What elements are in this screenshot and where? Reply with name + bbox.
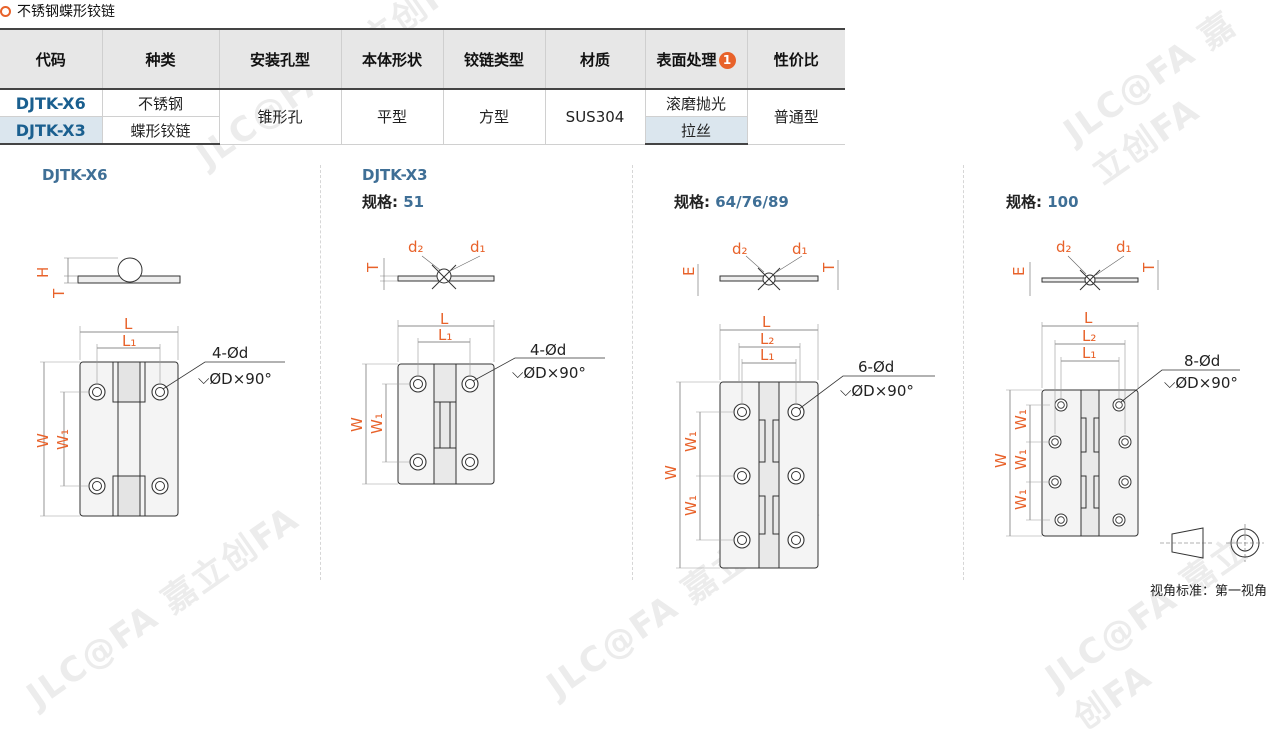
dim-T: T <box>364 262 382 273</box>
dim-W1: W₁ <box>682 431 700 452</box>
value-cell: 普通型 <box>746 89 845 145</box>
header-material: 材质 <box>544 28 645 90</box>
divider <box>632 165 633 580</box>
dim-W1: W₁ <box>368 413 386 434</box>
dim-W1: W₁ <box>1012 449 1030 470</box>
dim-E: E <box>680 267 698 276</box>
circle-icon <box>0 5 11 17</box>
drawing-64-76-89 <box>676 255 935 569</box>
dim-L: L <box>1084 309 1093 327</box>
dim-d2: d₂ <box>1056 238 1072 256</box>
countersink-label: ⌵ØD×90° <box>1164 374 1238 392</box>
header-hole-type: 安装孔型 <box>218 28 341 90</box>
dim-d1: d₁ <box>792 240 808 258</box>
dim-L: L <box>124 315 133 333</box>
code-cell[interactable]: DJTK-X3 <box>0 116 102 145</box>
dim-L1: L₁ <box>122 332 136 350</box>
table-row: DJTK-X6 不锈钢 锥形孔 平型 方型 SUS304 滚磨抛光 普通型 <box>0 89 845 145</box>
surface-cell: 拉丝 <box>644 116 747 145</box>
dim-L: L <box>762 313 771 331</box>
hole-count-label: 4-Ød <box>530 341 566 359</box>
drawing-x3 <box>362 255 605 485</box>
table-row: DJTK-X3 蝶形铰链 拉丝 <box>0 116 845 145</box>
dim-W: W <box>348 417 366 432</box>
hole-type-cell: 锥形孔 <box>218 89 341 145</box>
spec-label-64-76-89: 规格: 64/76/89 <box>674 193 789 211</box>
kind-cell: 蝶形铰链 <box>101 116 219 145</box>
dim-d2: d₂ <box>732 240 748 258</box>
dim-T: T <box>1140 262 1158 273</box>
surface-cell: 滚磨抛光 <box>644 89 747 117</box>
dim-W1: W₁ <box>1012 489 1030 510</box>
countersink-label: ⌵ØD×90° <box>512 364 586 382</box>
dim-W1: W₁ <box>1012 409 1030 430</box>
spec-label-100: 规格: 100 <box>1006 193 1079 211</box>
divider <box>320 165 321 580</box>
header-code: 代码 <box>0 28 102 90</box>
dim-L2: L₂ <box>760 330 774 348</box>
dim-L1: L₁ <box>760 346 774 364</box>
view-standard-note: 视角标准：第一视角 <box>1150 584 1268 599</box>
header-value: 性价比 <box>746 28 845 90</box>
dim-W: W <box>992 453 1010 468</box>
section-code-x3: DJTK-X3 <box>362 166 428 184</box>
dim-H: H <box>34 267 52 278</box>
hinge-type-cell: 方型 <box>442 89 545 145</box>
dim-T: T <box>820 262 838 273</box>
dim-L1: L₁ <box>1082 344 1096 362</box>
dim-E: E <box>1010 267 1028 276</box>
page-title: 不锈钢蝶形铰链 <box>0 2 115 20</box>
dim-L1: L₁ <box>438 326 452 344</box>
header-body-shape: 本体形状 <box>340 28 443 90</box>
body-shape-cell: 平型 <box>340 89 443 145</box>
spec-label-51: 规格: 51 <box>362 193 425 211</box>
material-cell: SUS304 <box>544 89 645 145</box>
countersink-label: ⌵ØD×90° <box>198 370 272 388</box>
divider <box>963 165 964 580</box>
dim-d1: d₁ <box>470 238 486 256</box>
section-code-x6: DJTK-X6 <box>42 166 108 184</box>
hole-count-label: 8-Ød <box>1184 352 1220 370</box>
code-cell[interactable]: DJTK-X6 <box>0 89 102 117</box>
hole-count-label: 4-Ød <box>212 344 248 362</box>
drawing-x6 <box>40 257 285 517</box>
header-kind: 种类 <box>101 28 219 90</box>
kind-cell: 不锈钢 <box>101 89 219 117</box>
dim-W: W <box>662 465 680 480</box>
title-text: 不锈钢蝶形铰链 <box>17 4 115 20</box>
dim-W: W <box>34 433 52 448</box>
hole-count-label: 6-Ød <box>858 358 894 376</box>
note-badge[interactable]: 1 <box>718 51 736 69</box>
dim-d1: d₁ <box>1116 238 1132 256</box>
drawing-100 <box>1006 255 1264 562</box>
dim-W1: W₁ <box>682 495 700 516</box>
header-hinge-type: 铰链类型 <box>442 28 545 90</box>
dim-d2: d₂ <box>408 238 424 256</box>
dim-L2: L₂ <box>1082 327 1096 345</box>
dim-W1: W₁ <box>54 429 72 450</box>
dim-L: L <box>440 310 449 328</box>
countersink-label: ⌵ØD×90° <box>840 382 914 400</box>
hinge-drawings: L L₁ W W₁ H T L L₁ W W₁ T d₂ d₁ L L₂ L₁ … <box>34 238 1264 569</box>
dim-T: T <box>50 288 68 299</box>
